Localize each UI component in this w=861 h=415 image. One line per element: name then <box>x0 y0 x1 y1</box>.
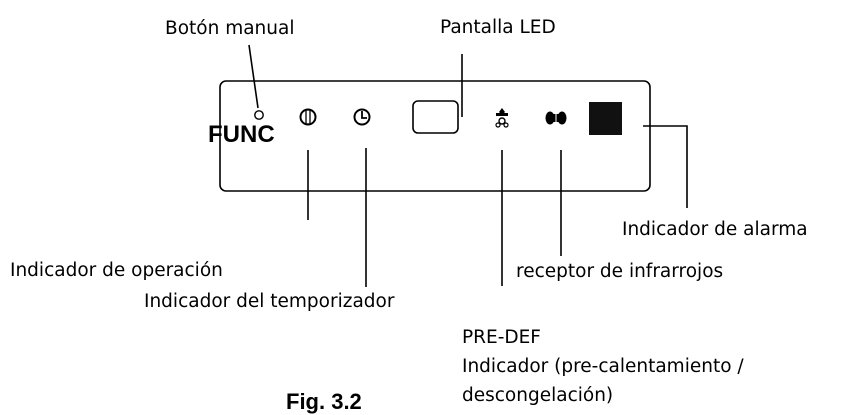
label-timer-indicator: Indicador del temporizador <box>144 291 395 312</box>
infrared-receiver-icon <box>545 111 567 125</box>
label-alarm-indicator: Indicador de alarma <box>622 219 808 240</box>
label-infrared-receiver: receptor de infrarrojos <box>516 261 724 282</box>
led-display-window <box>412 100 459 134</box>
panel-outline <box>219 80 651 192</box>
timer-indicator-icon <box>353 108 371 126</box>
figure-caption: Fig. 3.2 <box>286 389 362 414</box>
label-manual-button: Botón manual <box>165 18 295 39</box>
func-label: FUNC <box>208 121 275 148</box>
operation-indicator-icon <box>299 108 317 126</box>
alarm-indicator-square <box>589 102 622 135</box>
predef-indicator-icon <box>495 108 509 128</box>
label-predef-line2: Indicador (pre-calentamiento / <box>462 356 744 377</box>
leader-alarm <box>643 125 688 208</box>
label-operation-indicator: Indicador de operación <box>10 260 223 281</box>
leader-lines <box>248 44 688 287</box>
manual-button-icon <box>254 110 264 120</box>
leader-manual-button <box>248 44 259 109</box>
label-led-display: Pantalla LED <box>440 17 556 38</box>
label-predef-line3: descongelación) <box>462 385 614 406</box>
label-predef-line1: PRE-DEF <box>462 327 541 348</box>
